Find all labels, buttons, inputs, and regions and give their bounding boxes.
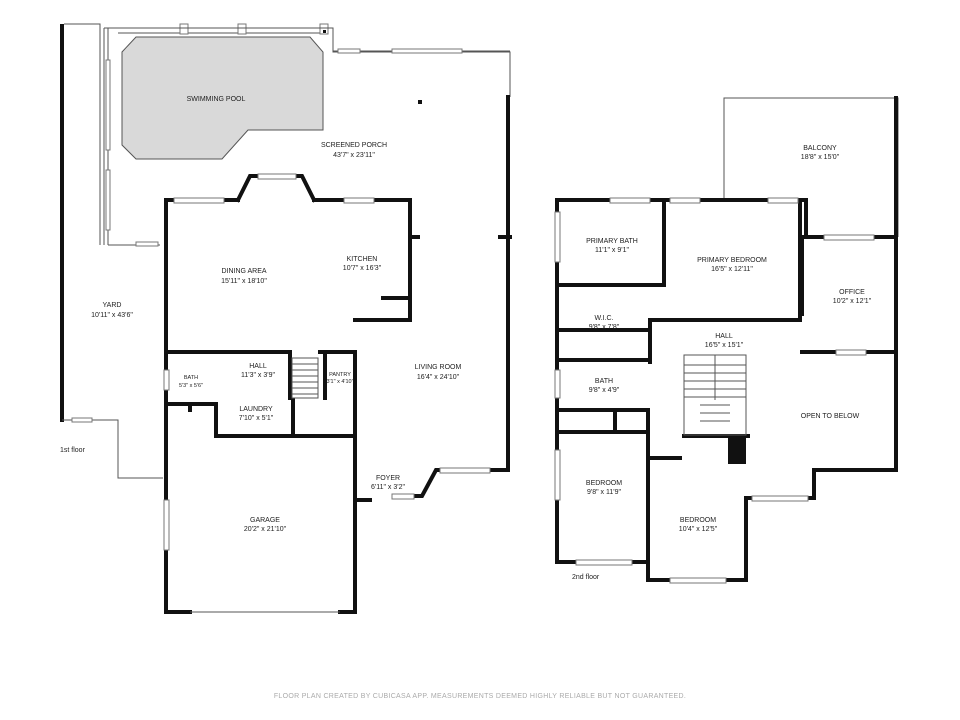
floor-label-second: 2nd floor (572, 574, 600, 581)
room-dims-garage: 20'2" x 21'10" (244, 526, 287, 533)
svg-text:BEDROOM: BEDROOM (586, 480, 622, 487)
svg-text:DINING AREA: DINING AREA (221, 268, 266, 275)
svg-text:KITCHEN: KITCHEN (347, 256, 378, 263)
room-dims-bath-2f: 9'8" x 4'9" (589, 387, 620, 394)
svg-text:11'1" x 9'1": 11'1" x 9'1" (595, 247, 629, 254)
room-dims-yard: 10'11" x 43'6" (91, 312, 133, 319)
svg-text:BATH: BATH (184, 375, 198, 381)
footer-disclaimer: FLOOR PLAN CREATED BY CUBICASA APP. MEAS… (274, 693, 686, 700)
room-dims-bedroom-1: 9'8" x 11'9" (587, 489, 621, 496)
svg-text:9'8" x 11'9": 9'8" x 11'9" (587, 489, 621, 496)
room-label-living-room: LIVING ROOM (415, 364, 462, 371)
svg-text:43'7" x 23'11": 43'7" x 23'11" (333, 152, 375, 159)
svg-text:BEDROOM: BEDROOM (680, 517, 716, 524)
first-floor: SWIMMING POOL SCREENED PORCH 43'7" x 23'… (60, 23, 512, 614)
swimming-pool (121, 36, 324, 160)
room-dims-screened-porch: 43'7" x 23'11" (333, 152, 375, 159)
second-floor: BALCONY 18'8" x 15'0" PRIMARY BATH 11'1"… (554, 96, 899, 584)
room-label-wic: W.I.C. (594, 315, 613, 322)
svg-text:16'5" x 12'11": 16'5" x 12'11" (711, 266, 753, 273)
svg-text:FLOOR PLAN CREATED BY CUBICASA: FLOOR PLAN CREATED BY CUBICASA APP. MEAS… (274, 693, 686, 700)
room-label-bath-2f: BATH (595, 378, 613, 385)
room-label-bedroom-2: BEDROOM (680, 517, 716, 524)
svg-text:1st floor: 1st floor (60, 447, 86, 454)
svg-text:9'8" x 7'8": 9'8" x 7'8" (589, 324, 620, 331)
svg-text:HALL: HALL (249, 363, 267, 370)
svg-text:BALCONY: BALCONY (803, 145, 837, 152)
svg-text:OPEN TO BELOW: OPEN TO BELOW (801, 413, 860, 420)
room-dims-hall-1f: 11'3" x 3'9" (241, 372, 275, 379)
svg-text:SWIMMING POOL: SWIMMING POOL (187, 96, 246, 103)
svg-text:10'7" x 16'3": 10'7" x 16'3" (343, 265, 382, 272)
room-dims-kitchen: 10'7" x 16'3" (343, 265, 382, 272)
room-label-pantry: PANTRY (329, 372, 351, 378)
room-dims-balcony: 18'8" x 15'0" (801, 154, 840, 161)
svg-text:10'4" x 12'5": 10'4" x 12'5" (679, 526, 718, 533)
room-label-primary-bath: PRIMARY BATH (586, 238, 638, 245)
room-label-hall-1f: HALL (249, 363, 267, 370)
room-label-office: OFFICE (839, 289, 865, 296)
svg-text:FOYER: FOYER (376, 475, 400, 482)
room-label-bath-1f: BATH (184, 375, 198, 381)
svg-text:PRIMARY BATH: PRIMARY BATH (586, 238, 638, 245)
svg-text:HALL: HALL (715, 333, 733, 340)
room-label-bedroom-1: BEDROOM (586, 480, 622, 487)
svg-text:10'2" x 12'1": 10'2" x 12'1" (833, 298, 872, 305)
svg-text:LIVING ROOM: LIVING ROOM (415, 364, 462, 371)
room-dims-bedroom-2: 10'4" x 12'5" (679, 526, 718, 533)
svg-text:11'3" x 3'9": 11'3" x 3'9" (241, 372, 275, 379)
svg-text:2nd floor: 2nd floor (572, 574, 600, 581)
room-label-swimming-pool: SWIMMING POOL (187, 96, 246, 103)
svg-text:10'11" x 43'6": 10'11" x 43'6" (91, 312, 133, 319)
svg-text:W.I.C.: W.I.C. (594, 315, 613, 322)
room-label-foyer: FOYER (376, 475, 400, 482)
svg-text:6'11" x 3'2": 6'11" x 3'2" (371, 484, 405, 491)
room-label-yard: YARD (103, 302, 122, 309)
svg-text:OFFICE: OFFICE (839, 289, 865, 296)
stairs-second-floor (683, 354, 747, 436)
svg-text:PRIMARY BEDROOM: PRIMARY BEDROOM (697, 257, 767, 264)
room-dims-living-room: 16'4" x 24'10" (417, 374, 460, 381)
svg-text:9'8" x 4'9": 9'8" x 4'9" (589, 387, 620, 394)
room-dims-foyer: 6'11" x 3'2" (371, 484, 405, 491)
room-dims-hall-2f: 16'5" x 15'1" (705, 342, 744, 349)
room-label-primary-bedroom: PRIMARY BEDROOM (697, 257, 767, 264)
svg-text:3'1" x 4'10": 3'1" x 4'10" (326, 379, 353, 385)
svg-text:16'4" x 24'10": 16'4" x 24'10" (417, 374, 460, 381)
chimney-block (728, 436, 746, 464)
svg-text:YARD: YARD (103, 302, 122, 309)
room-label-open-to-below: OPEN TO BELOW (801, 413, 860, 420)
svg-text:PANTRY: PANTRY (329, 372, 351, 378)
room-label-hall-2f: HALL (715, 333, 733, 340)
svg-text:5'3" x 5'6": 5'3" x 5'6" (179, 383, 203, 389)
svg-text:20'2" x 21'10": 20'2" x 21'10" (244, 526, 287, 533)
floor-label-first: 1st floor (60, 447, 86, 454)
svg-text:LAUNDRY: LAUNDRY (239, 406, 273, 413)
svg-text:7'10" x 5'1": 7'10" x 5'1" (239, 415, 274, 422)
svg-text:16'5" x 15'1": 16'5" x 15'1" (705, 342, 744, 349)
room-label-screened-porch: SCREENED PORCH (321, 142, 387, 149)
svg-text:SCREENED PORCH: SCREENED PORCH (321, 142, 387, 149)
room-dims-dining-area: 15'11" x 18'10" (221, 278, 267, 285)
room-label-laundry: LAUNDRY (239, 406, 273, 413)
room-dims-laundry: 7'10" x 5'1" (239, 415, 274, 422)
stairs-first-floor (291, 357, 319, 399)
room-dims-office: 10'2" x 12'1" (833, 298, 872, 305)
room-label-garage: GARAGE (250, 517, 280, 524)
svg-text:15'11" x 18'10": 15'11" x 18'10" (221, 278, 267, 285)
room-dims-wic: 9'8" x 7'8" (589, 324, 620, 331)
room-label-balcony: BALCONY (803, 145, 837, 152)
svg-text:BATH: BATH (595, 378, 613, 385)
svg-text:18'8" x 15'0": 18'8" x 15'0" (801, 154, 840, 161)
room-dims-pantry: 3'1" x 4'10" (326, 379, 353, 385)
room-dims-primary-bath: 11'1" x 9'1" (595, 247, 629, 254)
room-dims-bath-1f: 5'3" x 5'6" (179, 383, 203, 389)
room-label-kitchen: KITCHEN (347, 256, 378, 263)
room-label-dining-area: DINING AREA (221, 268, 266, 275)
room-dims-primary-bedroom: 16'5" x 12'11" (711, 266, 753, 273)
svg-text:GARAGE: GARAGE (250, 517, 280, 524)
